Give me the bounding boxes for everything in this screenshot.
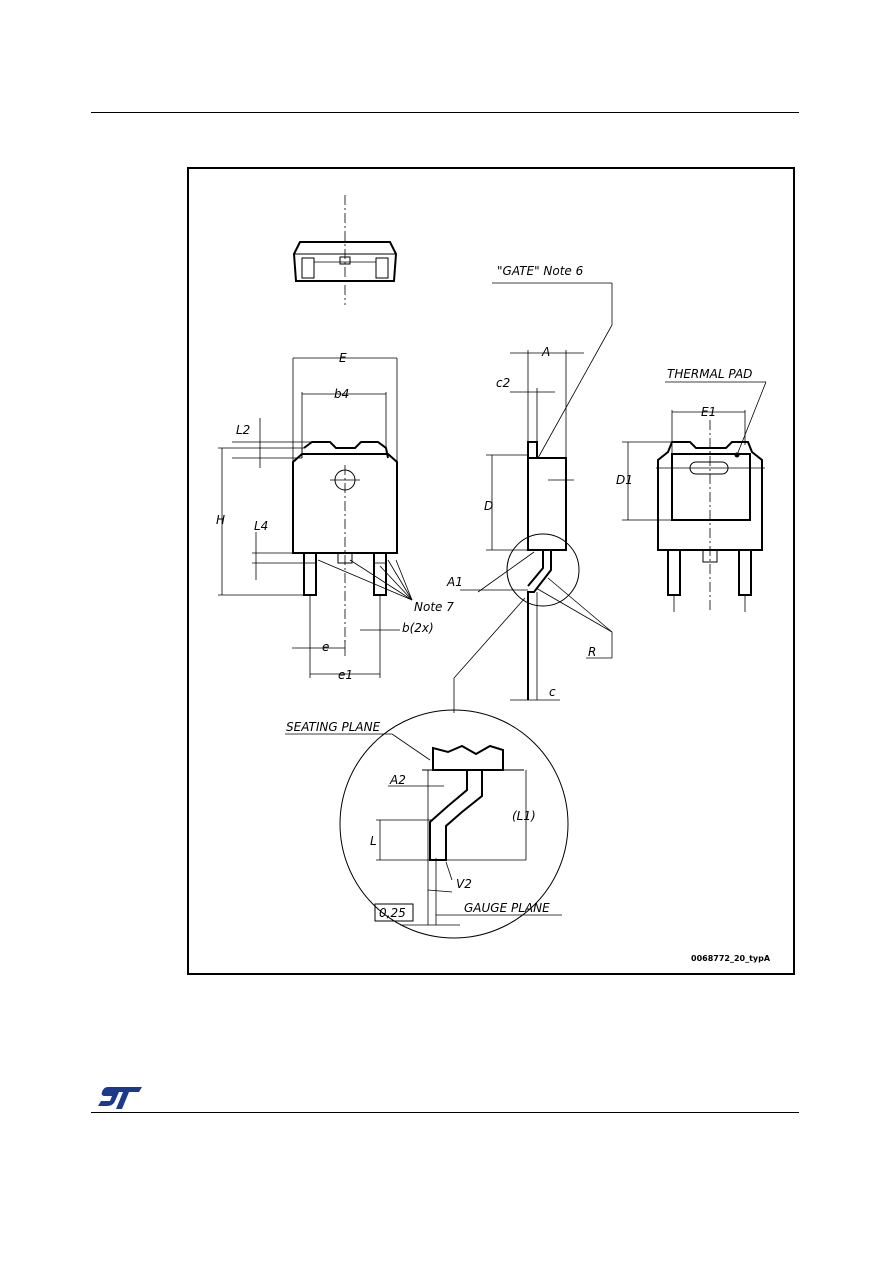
drawing-code: 0068772_20_typA bbox=[691, 954, 771, 963]
dim-c-label: c bbox=[549, 685, 556, 699]
dim-D-label: D bbox=[484, 499, 493, 513]
dim-b4-label: b4 bbox=[334, 387, 349, 401]
dim-e-label: e bbox=[322, 640, 329, 654]
package-drawing-frame bbox=[187, 167, 795, 975]
st-logo-icon bbox=[98, 1087, 142, 1109]
dim-A1-label: A1 bbox=[446, 575, 463, 589]
seating-plane-label: SEATING PLANE bbox=[286, 720, 381, 734]
dim-V2-label: V2 bbox=[456, 877, 472, 891]
note-7-label: Note 7 bbox=[414, 600, 454, 614]
dim-b2x-label: b(2x) bbox=[402, 621, 434, 635]
dim-E-label: E bbox=[339, 351, 347, 365]
dim-L2-label: L2 bbox=[236, 423, 250, 437]
dim-A-label: A bbox=[541, 345, 550, 359]
footer-rule bbox=[91, 1112, 799, 1113]
dim-L-label: L bbox=[370, 834, 377, 848]
dim-L1-label: (L1) bbox=[512, 809, 536, 823]
front-view bbox=[218, 357, 413, 678]
dim-R-label: R bbox=[588, 645, 596, 659]
thermal-pad-label: THERMAL PAD bbox=[667, 367, 752, 381]
header-rule bbox=[91, 112, 799, 113]
dim-L4-label: L4 bbox=[254, 519, 268, 533]
top-end-view bbox=[292, 195, 398, 305]
dim-e1-label: e1 bbox=[338, 668, 353, 682]
dim-A2-label: A2 bbox=[389, 773, 406, 787]
dim-D1-label: D1 bbox=[616, 473, 633, 487]
gate-note-label: "GATE" Note 6 bbox=[497, 264, 584, 278]
lead-detail-view bbox=[285, 709, 569, 939]
dim-H-label: H bbox=[216, 513, 225, 527]
back-view bbox=[622, 381, 767, 612]
dim-E1-label: E1 bbox=[701, 405, 716, 419]
side-view bbox=[453, 282, 613, 713]
gauge-plane-label: GAUGE PLANE bbox=[464, 901, 550, 915]
gauge-value-label: 0,25 bbox=[379, 906, 406, 920]
dim-c2-label: c2 bbox=[496, 376, 510, 390]
